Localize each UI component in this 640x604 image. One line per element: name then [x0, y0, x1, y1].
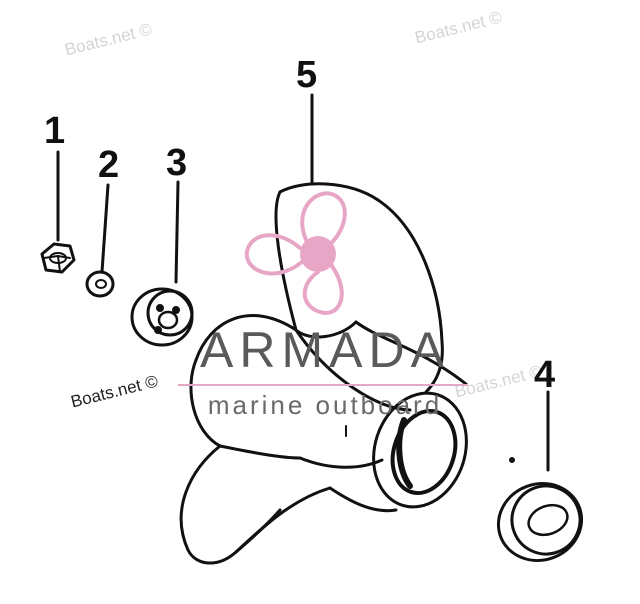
callout-3: 3 [166, 142, 188, 184]
brand-divider [178, 384, 468, 386]
armada-logo-icon [244, 191, 347, 315]
brand-tagline: marine outboard [207, 390, 443, 420]
brand-name: ARMADA [200, 322, 450, 378]
thrust-hub-icon [130, 287, 194, 347]
nut-icon [40, 242, 76, 274]
leader-line-3 [174, 180, 180, 284]
leader-line-2 [100, 183, 110, 274]
propeller-icon [179, 182, 515, 565]
callout-5: 5 [296, 54, 318, 96]
callout-2: 2 [98, 144, 120, 186]
thrust-washer-icon [496, 482, 584, 562]
callout-1: 1 [44, 110, 66, 152]
lock-washer-icon [85, 270, 115, 298]
callout-4: 4 [534, 354, 556, 396]
